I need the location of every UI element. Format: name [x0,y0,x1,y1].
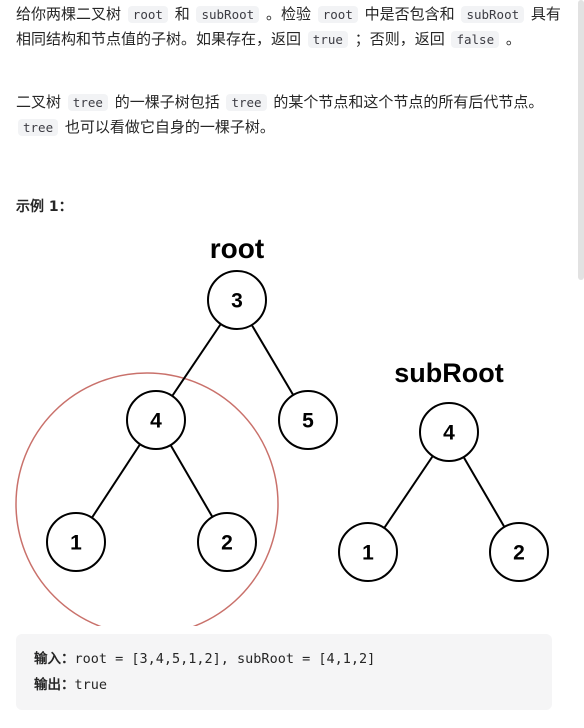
text: 二叉树 [16,93,62,111]
subtree-highlight-circle [15,372,279,626]
root-node-3 [207,270,267,330]
output-label: 输出： [34,677,75,693]
text: 和 [174,5,190,23]
example-io-block: 输入：root = [3,4,5,1,2], subRoot = [4,1,2]… [16,634,552,710]
root-node-1 [46,512,106,572]
root-node-3-label: 3 [231,290,243,313]
input-label: 输入： [34,651,75,667]
text: 的某个节点和这个节点的所有后代节点。 [273,93,544,111]
inline-code: subRoot [461,6,525,23]
text: ；否则，返回 [354,30,445,48]
inline-code: true [307,31,348,48]
text: 的一棵子树包括 [114,93,220,111]
inline-code: tree [67,94,108,111]
vertical-scrollbar[interactable] [578,0,584,280]
inline-code: tree [18,119,59,136]
root-node-4-label: 4 [150,410,162,433]
tree-diagram: root subRoot 3 4 5 1 2 4 1 2 [15,233,549,626]
sub-node-4-label: 4 [443,422,455,445]
inline-code: root [127,6,168,23]
root-node-1-label: 1 [70,532,82,555]
text: 。检验 [265,5,311,23]
sub-node-2-label: 2 [513,542,525,565]
text: 具有相同结构和节点值的子树。如果存在，返回 [16,5,561,48]
text: 给你两棵二叉树 [16,5,122,23]
inline-code: tree [226,94,267,111]
root-node-2 [197,512,257,572]
root-node-5-label: 5 [302,410,314,433]
root-node-4 [126,390,186,450]
text: 。 [505,30,521,48]
root-title: root [210,233,264,264]
sub-node-4 [419,402,479,462]
subtree-definition: 二叉树 tree 的一棵子树包括 tree 的某个节点和这个节点的所有后代节点。… [16,90,568,140]
sub-node-2 [489,522,549,582]
example-title: 示例 1： [16,199,73,215]
inline-code: root [317,6,358,23]
inline-code: subRoot [196,6,260,23]
root-tree-edges [75,299,309,543]
sub-node-1 [338,522,398,582]
text: 也可以看做它自身的一棵子树。 [64,118,275,136]
input-value: root = [3,4,5,1,2], subRoot = [4,1,2] [74,651,376,667]
output-value: true [74,677,108,693]
input-line: 输入：root = [3,4,5,1,2], subRoot = [4,1,2] [34,646,534,672]
sub-node-1-label: 1 [362,542,374,565]
text: 中是否包含和 [364,5,455,23]
root-node-2-label: 2 [221,532,233,555]
output-line: 输出：true [34,672,534,698]
subroot-title: subRoot [394,358,503,388]
root-node-5 [278,390,338,450]
inline-code: false [451,31,500,48]
problem-description: 给你两棵二叉树 root 和 subRoot 。检验 root 中是否包含和 s… [16,2,568,52]
